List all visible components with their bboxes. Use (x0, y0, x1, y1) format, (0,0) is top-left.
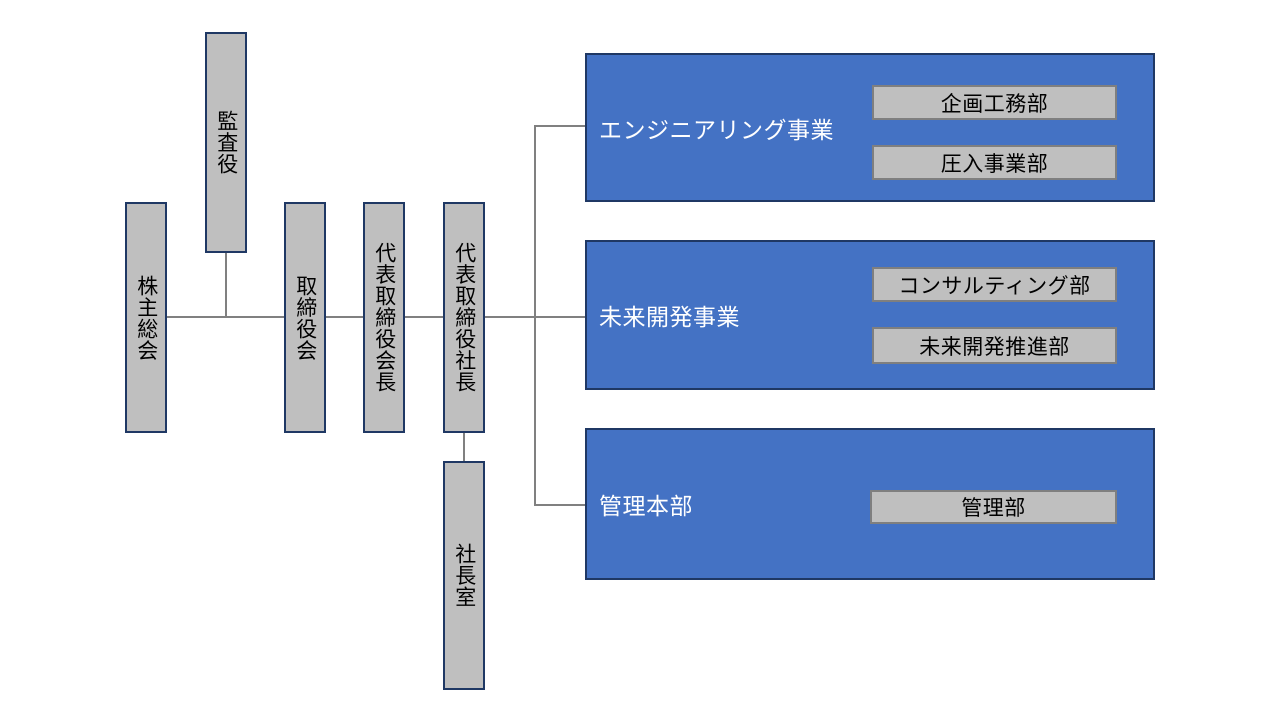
box-chairman[interactable]: 代表取締役会長 (363, 202, 405, 433)
department-box-mirai-kaihatsu-suishinbu[interactable]: 未来開発推進部 (872, 327, 1117, 364)
division-title-engineering: エンジニアリング事業 (599, 116, 834, 143)
department-box-kanribu[interactable]: 管理部 (870, 490, 1117, 524)
connector-branch-engineering (534, 125, 585, 127)
department-box-atsunyu-jigyobu[interactable]: 圧入事業部 (872, 145, 1117, 180)
division-panel-administration[interactable]: 管理本部 管理部 (585, 428, 1155, 580)
box-shareholders-meeting-label: 株主総会 (134, 274, 158, 361)
connector-main-spine (166, 316, 535, 318)
division-title-administration: 管理本部 (599, 493, 693, 519)
department-box-kikaku-komubu[interactable]: 企画工務部 (872, 85, 1117, 120)
box-chairman-label: 代表取締役会長 (372, 242, 396, 393)
department-box-consulting[interactable]: コンサルティング部 (872, 267, 1117, 302)
connector-branch-administration (534, 504, 585, 506)
box-board-of-directors-label: 取締役会 (293, 274, 317, 361)
division-title-future-development: 未来開発事業 (599, 304, 740, 330)
box-president-label: 代表取締役社長 (452, 242, 476, 393)
connector-president-office-drop (463, 432, 465, 461)
connector-auditor-drop (225, 252, 227, 317)
division-panel-future-development[interactable]: 未来開発事業 コンサルティング部 未来開発推進部 (585, 240, 1155, 390)
box-shareholders-meeting[interactable]: 株主総会 (125, 202, 167, 433)
box-president[interactable]: 代表取締役社長 (443, 202, 485, 433)
box-auditor[interactable]: 監査役 (205, 32, 247, 253)
box-auditor-label: 監査役 (214, 110, 238, 175)
box-presidents-office-label: 社長室 (452, 543, 476, 608)
box-board-of-directors[interactable]: 取締役会 (284, 202, 326, 433)
connector-branch-future-development (534, 316, 585, 318)
box-presidents-office[interactable]: 社長室 (443, 461, 485, 690)
division-panel-engineering[interactable]: エンジニアリング事業 企画工務部 圧入事業部 (585, 53, 1155, 202)
